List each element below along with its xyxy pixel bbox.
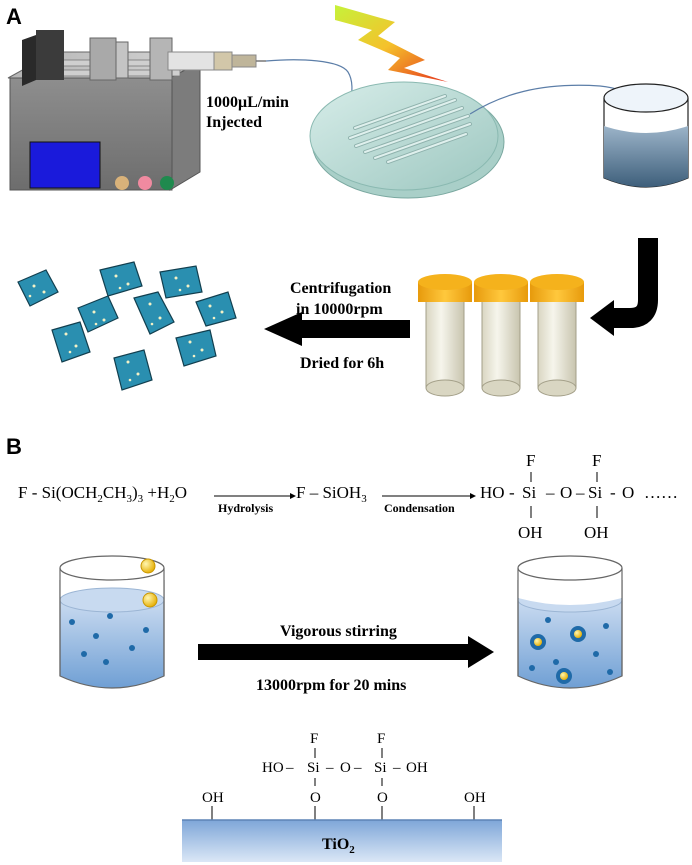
coated-particle-2 (570, 626, 586, 642)
grafted-structure: F F HO – Si – O – Si – OH O O OH OH (202, 731, 486, 820)
microfluidic-chip (309, 81, 505, 199)
svg-text:–: – (545, 483, 555, 502)
flake-1 (17, 269, 59, 307)
centrifugation-label-line2: in 10000rpm (296, 301, 383, 318)
panel-b-label: B (6, 434, 22, 459)
product-oh1: OH (518, 523, 543, 542)
product-o2: O (622, 483, 634, 502)
pump-button-tan (115, 176, 129, 190)
free-particles (529, 617, 613, 675)
collection-beaker (603, 83, 689, 188)
graft-o: O (340, 760, 351, 776)
product-o1: O (560, 483, 572, 502)
flake-8 (175, 329, 217, 367)
graft-oh: OH (406, 760, 428, 776)
coated-particle-1 (530, 634, 546, 650)
centrifugation-label-line1: Centrifugation (290, 280, 391, 297)
sub-2b: 2 (169, 493, 175, 505)
reactant-formula: F - Si(OCH2CH3)3 +H2O (18, 483, 187, 505)
water-h: H (157, 483, 169, 502)
dried-label: Dried for 6h (300, 355, 384, 372)
stirring-speed-label: 13000rpm for 20 mins (256, 677, 406, 694)
hydrolysis-label: Hydrolysis (218, 501, 273, 515)
panel-a-label: A (6, 4, 22, 29)
uv-lightning-icon (335, 5, 448, 82)
product-si1: Si (522, 483, 536, 502)
flake-4 (77, 295, 119, 333)
centrifuge-tube-3 (530, 274, 584, 397)
flake-5 (133, 291, 175, 335)
flake-6 (195, 291, 237, 327)
centrifuge-tube-1 (418, 274, 472, 397)
svg-text:–: – (392, 760, 401, 776)
syringe-pump (7, 30, 266, 191)
svg-text:-: - (610, 483, 616, 502)
flake-dots (28, 274, 224, 382)
tio2-particle-1 (140, 558, 156, 574)
svg-text:–: – (325, 760, 334, 776)
centrifuge-tube-2 (474, 274, 528, 397)
pump-screen (29, 141, 101, 189)
graft-o-bridge1: O (310, 790, 321, 806)
tio2-substrate: TiO2 (182, 819, 502, 862)
left-arrow (264, 312, 410, 346)
graft-f2: F (377, 731, 385, 747)
pump-button-pink (138, 176, 152, 190)
tio2-particle-2 (142, 592, 158, 608)
product-ho: HO (480, 483, 505, 502)
condensation-label: Condensation (384, 501, 455, 515)
nanoflakes (17, 261, 237, 391)
pump-button-green (160, 176, 174, 190)
substrate-label: TiO2 (322, 836, 355, 856)
flake-9 (113, 349, 153, 391)
centrifuge-tubes (418, 274, 584, 397)
right-arrow (198, 636, 494, 668)
graft-si2: Si (374, 760, 387, 776)
graft-f1: F (310, 731, 318, 747)
stirring-label: Vigorous stirring (280, 623, 397, 640)
injected-label: Injected (206, 114, 262, 131)
flow-rate-label: 1000μL/min (206, 94, 289, 111)
sub-3c: 3 (361, 493, 367, 505)
product-dots: …… (644, 483, 678, 502)
graft-ho: HO (262, 760, 284, 776)
condensed-product: F F HO - Si – O – Si - O …… OH OH (480, 451, 678, 542)
product-f2: F (592, 451, 601, 470)
flake-7 (51, 321, 91, 363)
svg-text:–: – (285, 760, 294, 776)
svg-text:–: – (353, 760, 362, 776)
product-oh2: OH (584, 523, 609, 542)
flake-3 (159, 265, 203, 299)
sub-3a: 3 (126, 493, 132, 505)
silanol-formula: F – SiOH3 (296, 483, 367, 505)
product-si2: Si (588, 483, 602, 502)
curved-arrow (590, 238, 658, 336)
coated-particle-3 (556, 668, 572, 684)
flake-2 (99, 261, 143, 297)
dispersed-particles (69, 613, 149, 665)
graft-si1: Si (307, 760, 320, 776)
svg-text:-: - (509, 483, 515, 502)
beaker-after (517, 555, 623, 689)
svg-text:–: – (575, 483, 585, 502)
beaker-before (59, 555, 165, 689)
sub-3b: 3 (138, 493, 144, 505)
sub-2a: 2 (97, 493, 103, 505)
substrate-sub: 2 (349, 844, 355, 856)
surface-oh2: OH (464, 790, 486, 806)
graft-o-bridge2: O (377, 790, 388, 806)
surface-oh1: OH (202, 790, 224, 806)
product-f1: F (526, 451, 535, 470)
